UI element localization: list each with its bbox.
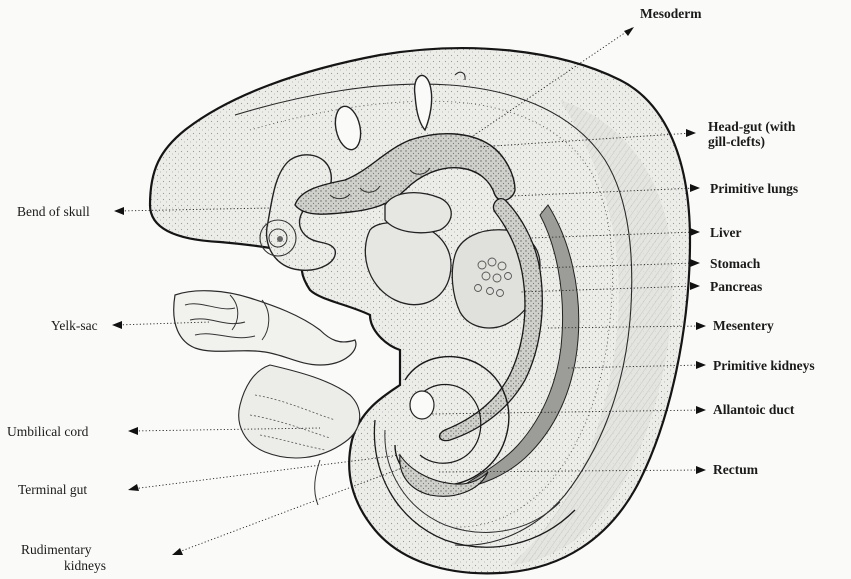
label-primitive-lungs: Primitive lungs [710, 181, 798, 196]
tip-stomach [690, 259, 700, 267]
label-terminal-gut: Terminal gut [18, 482, 87, 497]
label-head-gut-line2: gill-clefts) [708, 134, 765, 149]
eye-core [277, 236, 283, 242]
label-yelk-sac: Yelk-sac [51, 318, 98, 333]
tip-mesentery [696, 322, 706, 330]
tip-lungs [690, 184, 700, 192]
tip-mesoderm [624, 27, 634, 36]
label-mesentery: Mesentery [713, 318, 774, 333]
cord-tail [315, 460, 320, 505]
tip-bend-of-skull [114, 207, 124, 215]
label-head-gut-line1: Head-gut (with [708, 119, 796, 134]
tip-rectum [696, 466, 706, 474]
tip-pancreas [690, 282, 700, 290]
tip-liver [690, 228, 700, 236]
label-stomach: Stomach [710, 256, 761, 271]
tip-kidneys [696, 361, 706, 369]
yolk-sac-region [174, 291, 360, 505]
label-rudimentary-line1: Rudimentary [21, 542, 92, 557]
tip-umbilical [128, 427, 138, 435]
label-allantoic-duct: Allantoic duct [713, 402, 795, 417]
label-liver: Liver [710, 225, 742, 240]
label-mesoderm: Mesoderm [640, 6, 702, 21]
tip-allantoic [696, 406, 706, 414]
tip-rudimentary [172, 548, 183, 555]
label-bend-of-skull: Bend of skull [17, 204, 90, 219]
tip-yelk-sac [112, 321, 122, 329]
label-rudimentary-line2: kidneys [64, 558, 106, 573]
label-umbilical-cord: Umbilical cord [7, 424, 89, 439]
allantois [410, 391, 434, 419]
label-primitive-kidneys: Primitive kidneys [713, 358, 815, 373]
tip-terminal-gut [128, 484, 139, 491]
yolk-sac [174, 291, 356, 365]
heart-upper [385, 193, 451, 233]
label-rectum: Rectum [713, 462, 759, 477]
tip-head-gut [686, 129, 696, 137]
label-pancreas: Pancreas [710, 279, 762, 294]
